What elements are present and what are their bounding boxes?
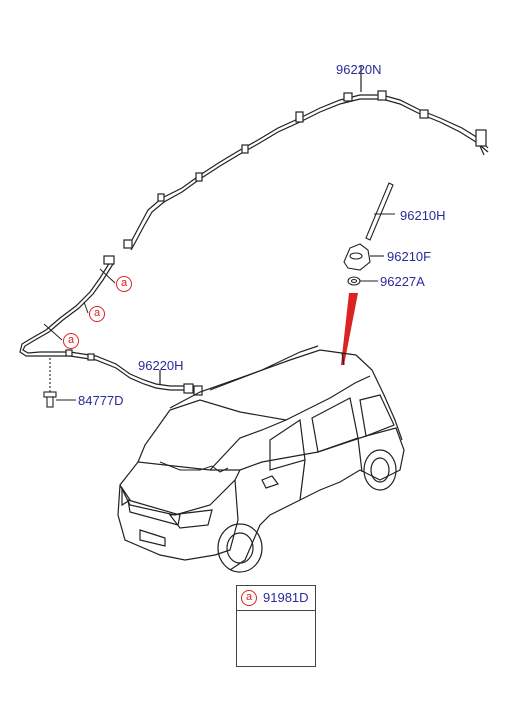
label-96220H: 96220H xyxy=(138,358,184,373)
marker-a-3: a xyxy=(63,333,79,349)
marker-a-2: a xyxy=(89,306,105,322)
antenna-base xyxy=(343,243,384,271)
lower-cable xyxy=(19,255,203,396)
hood-cable xyxy=(159,461,229,473)
legend-header: a 91981D xyxy=(237,586,315,611)
legend-box: a 91981D xyxy=(236,585,316,667)
label-96220N: 96220N xyxy=(336,62,382,77)
marker-leaders xyxy=(43,268,116,341)
label-96210H: 96210H xyxy=(400,208,446,223)
marker-a-1: a xyxy=(116,276,132,292)
legend-marker: a xyxy=(241,590,257,606)
install-arrow xyxy=(341,293,358,365)
bolt-84777D xyxy=(43,358,76,408)
label-84777D: 84777D xyxy=(78,393,124,408)
label-96227A: 96227A xyxy=(380,274,425,289)
car-illustration xyxy=(117,345,405,573)
antenna-mast xyxy=(365,182,395,241)
antenna-cable xyxy=(123,66,489,251)
label-96210F: 96210F xyxy=(387,249,432,264)
antenna-nut xyxy=(347,276,378,286)
legend-part-label: 91981D xyxy=(263,590,309,605)
